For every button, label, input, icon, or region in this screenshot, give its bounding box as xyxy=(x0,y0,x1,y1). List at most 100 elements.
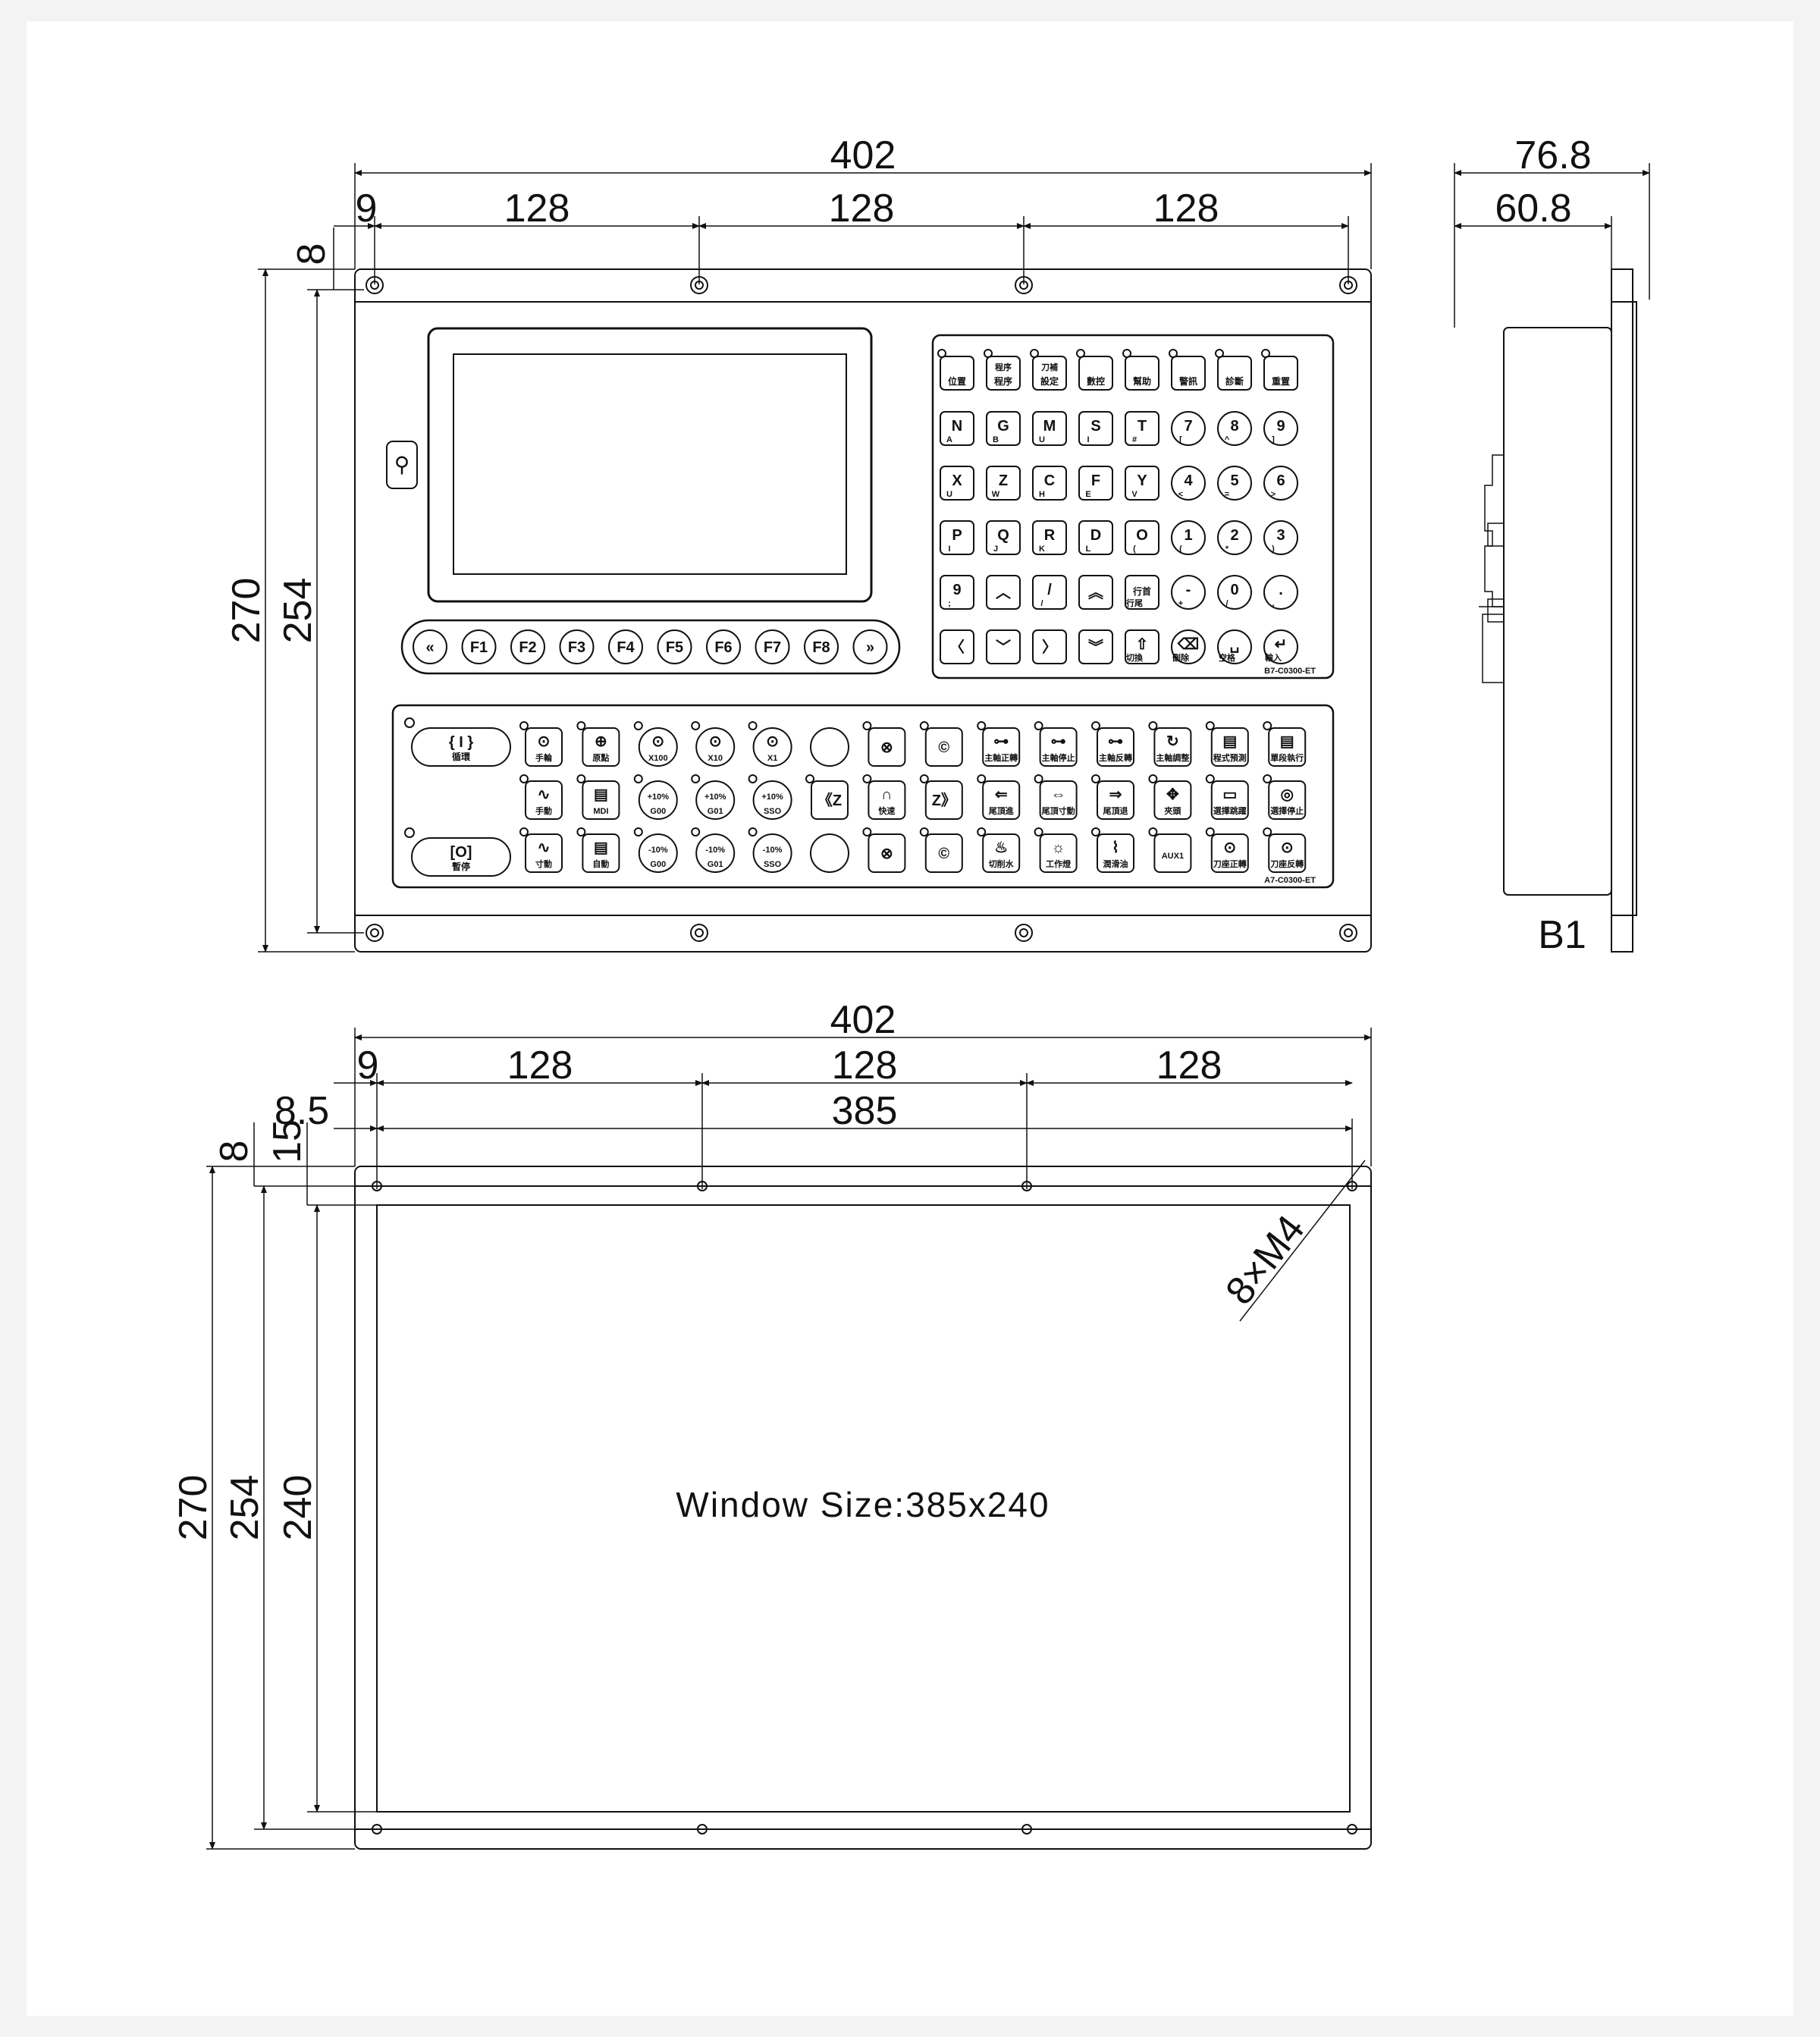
machine-key[interactable] xyxy=(582,727,620,767)
machine-key[interactable] xyxy=(525,727,563,767)
machine-key-round[interactable] xyxy=(810,727,849,767)
function-key[interactable] xyxy=(1217,356,1252,391)
machine-key-round[interactable] xyxy=(752,780,792,820)
machine-key[interactable] xyxy=(1039,833,1078,873)
numeric-key[interactable] xyxy=(1263,466,1298,501)
alpha-key[interactable] xyxy=(1125,411,1159,446)
page-right-key[interactable] xyxy=(852,629,888,664)
numeric-key[interactable] xyxy=(1217,520,1252,555)
machine-key[interactable] xyxy=(1210,780,1249,820)
numeric-key[interactable] xyxy=(1217,466,1252,501)
machine-key[interactable] xyxy=(582,780,620,820)
alpha-key[interactable] xyxy=(1078,466,1113,501)
machine-key[interactable] xyxy=(924,780,963,820)
machine-key[interactable] xyxy=(868,727,906,767)
function-key[interactable] xyxy=(1263,356,1298,391)
feed-hold-key[interactable] xyxy=(411,837,511,877)
softkey-f8[interactable] xyxy=(804,629,839,664)
alpha-key[interactable] xyxy=(986,466,1021,501)
numeric-key[interactable] xyxy=(1263,411,1298,446)
alpha-key[interactable] xyxy=(1032,466,1067,501)
alpha-key[interactable] xyxy=(986,411,1021,446)
numeric-key[interactable] xyxy=(1171,520,1206,555)
machine-key-round[interactable] xyxy=(695,833,736,873)
machine-key[interactable] xyxy=(1039,727,1078,767)
numeric-key[interactable] xyxy=(1217,575,1252,610)
alpha-key[interactable] xyxy=(1125,629,1159,664)
alpha-key[interactable] xyxy=(1078,520,1113,555)
machine-key[interactable] xyxy=(1097,833,1134,873)
alpha-key[interactable] xyxy=(1125,520,1159,555)
machine-key-round[interactable] xyxy=(638,727,678,767)
alpha-key[interactable] xyxy=(1078,575,1113,610)
machine-key[interactable] xyxy=(868,780,906,820)
function-key[interactable] xyxy=(1125,356,1159,391)
numeric-key[interactable] xyxy=(1171,629,1206,664)
machine-key[interactable] xyxy=(982,780,1021,820)
alpha-key[interactable] xyxy=(940,520,974,555)
machine-key[interactable] xyxy=(811,780,849,820)
machine-key[interactable] xyxy=(1097,780,1134,820)
alpha-key[interactable] xyxy=(1032,629,1067,664)
softkey-f5[interactable] xyxy=(657,629,692,664)
alpha-key[interactable] xyxy=(986,575,1021,610)
softkey-f3[interactable] xyxy=(559,629,595,664)
numeric-key[interactable] xyxy=(1263,629,1298,664)
alpha-key[interactable] xyxy=(1125,575,1159,610)
machine-key[interactable] xyxy=(1039,780,1078,820)
alpha-key[interactable] xyxy=(1032,520,1067,555)
machine-key-round[interactable] xyxy=(638,780,678,820)
function-key[interactable] xyxy=(986,356,1021,391)
numeric-key[interactable] xyxy=(1171,411,1206,446)
numeric-key[interactable] xyxy=(1171,575,1206,610)
machine-key[interactable] xyxy=(525,780,563,820)
machine-key-round[interactable] xyxy=(752,727,792,767)
alpha-key[interactable] xyxy=(1078,629,1113,664)
machine-key[interactable] xyxy=(868,833,906,873)
alpha-key[interactable] xyxy=(940,629,974,664)
alpha-key[interactable] xyxy=(1125,466,1159,501)
alpha-key[interactable] xyxy=(1078,411,1113,446)
numeric-key[interactable] xyxy=(1217,629,1252,664)
machine-key[interactable] xyxy=(924,833,963,873)
numeric-key[interactable] xyxy=(1171,466,1206,501)
machine-key[interactable] xyxy=(582,833,620,873)
machine-key[interactable] xyxy=(924,727,963,767)
function-key[interactable] xyxy=(1078,356,1113,391)
machine-key[interactable] xyxy=(1153,727,1192,767)
softkey-f7[interactable] xyxy=(755,629,790,664)
softkey-f2[interactable] xyxy=(510,629,545,664)
alpha-key[interactable] xyxy=(986,520,1021,555)
numeric-key[interactable] xyxy=(1263,575,1298,610)
machine-key[interactable] xyxy=(1268,780,1307,820)
cycle-start-key[interactable] xyxy=(411,727,511,767)
machine-key[interactable] xyxy=(1268,727,1307,767)
numeric-key[interactable] xyxy=(1217,411,1252,446)
alpha-key[interactable] xyxy=(940,411,974,446)
alpha-key[interactable] xyxy=(1032,575,1067,610)
alpha-key[interactable] xyxy=(1032,411,1067,446)
machine-key-round[interactable] xyxy=(638,833,678,873)
machine-key[interactable] xyxy=(1153,780,1192,820)
softkey-f1[interactable] xyxy=(461,629,497,664)
machine-key[interactable] xyxy=(982,833,1021,873)
function-key[interactable] xyxy=(940,356,974,391)
numeric-key[interactable] xyxy=(1263,520,1298,555)
machine-key[interactable] xyxy=(982,727,1021,767)
page-left-key[interactable] xyxy=(413,629,447,664)
alpha-key[interactable] xyxy=(986,629,1021,664)
alpha-key[interactable] xyxy=(940,466,974,501)
alpha-key[interactable] xyxy=(940,575,974,610)
machine-key-round[interactable] xyxy=(695,727,736,767)
machine-key[interactable] xyxy=(1097,727,1134,767)
machine-key-round[interactable] xyxy=(695,780,736,820)
softkey-f6[interactable] xyxy=(706,629,741,664)
machine-key-round[interactable] xyxy=(752,833,792,873)
function-key[interactable] xyxy=(1171,356,1206,391)
machine-key-round[interactable] xyxy=(810,833,849,873)
softkey-f4[interactable] xyxy=(608,629,643,664)
machine-key[interactable] xyxy=(1210,833,1249,873)
function-key[interactable] xyxy=(1032,356,1067,391)
machine-key[interactable] xyxy=(1268,833,1307,873)
machine-key[interactable] xyxy=(1153,833,1192,873)
